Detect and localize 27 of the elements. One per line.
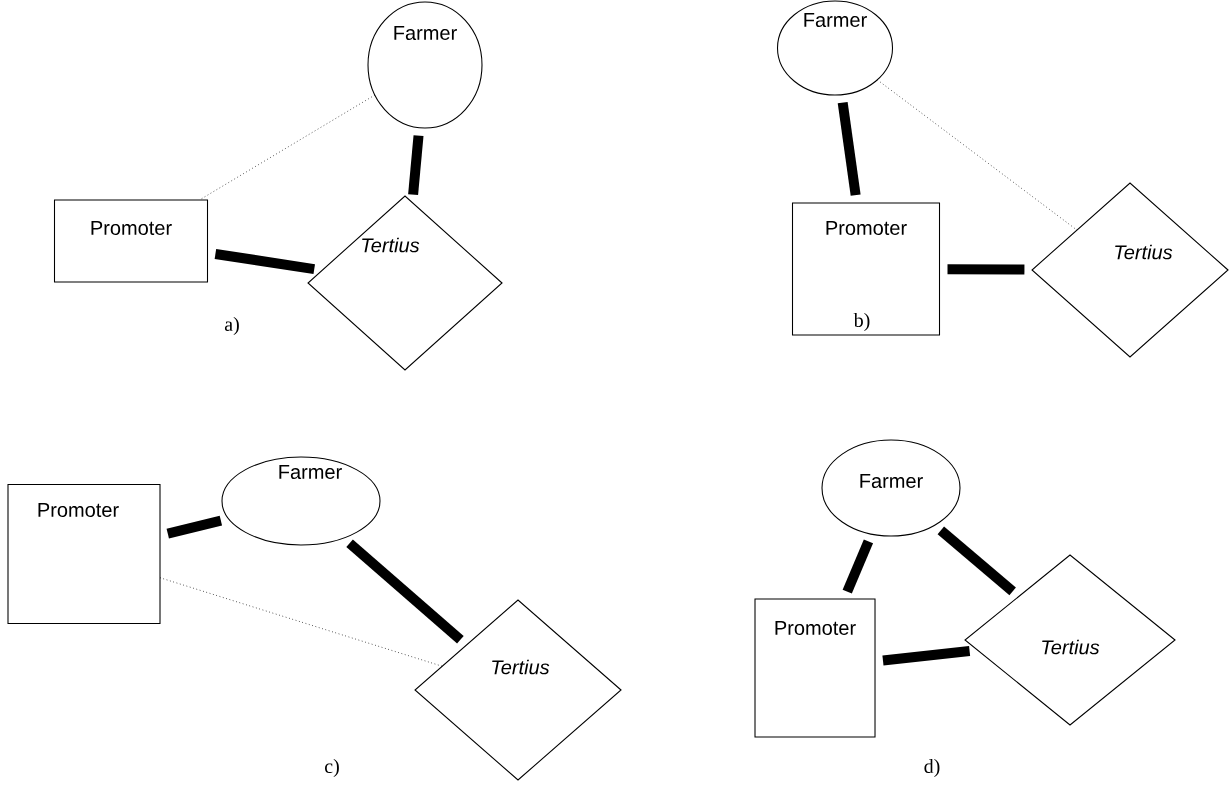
thick-link	[837, 101, 861, 196]
panel-label: d)	[924, 758, 940, 778]
dotted-link	[876, 79, 1078, 231]
panel-label: b)	[853, 312, 870, 332]
square-node: Promoter	[7, 483, 161, 625]
ellipse-node: Farmer	[776, 0, 894, 96]
thick-link	[937, 526, 1016, 596]
panel-label: c)	[325, 758, 339, 778]
ellipse-node: Farmer	[221, 456, 381, 546]
ellipse-node: Farmer	[367, 1, 483, 129]
thick-link	[346, 539, 464, 644]
thick-link	[947, 264, 1025, 275]
dotted-link	[159, 577, 443, 667]
dotted-link	[199, 94, 376, 201]
diamond-node: Tertius	[1031, 182, 1229, 358]
thick-link	[408, 135, 424, 196]
diamond-node: Tertius	[307, 195, 503, 371]
diamond-node: Tertius	[414, 599, 622, 781]
square-node: Promoter	[53, 199, 209, 283]
panel-label: a)	[224, 316, 239, 336]
thick-link	[166, 515, 223, 539]
thick-link	[882, 646, 971, 666]
diamond-node: Tertius	[964, 554, 1176, 726]
thick-link	[842, 539, 874, 594]
thick-link	[214, 249, 315, 275]
ellipse-node: Farmer	[821, 439, 961, 537]
square-node: Promoter	[754, 598, 876, 738]
